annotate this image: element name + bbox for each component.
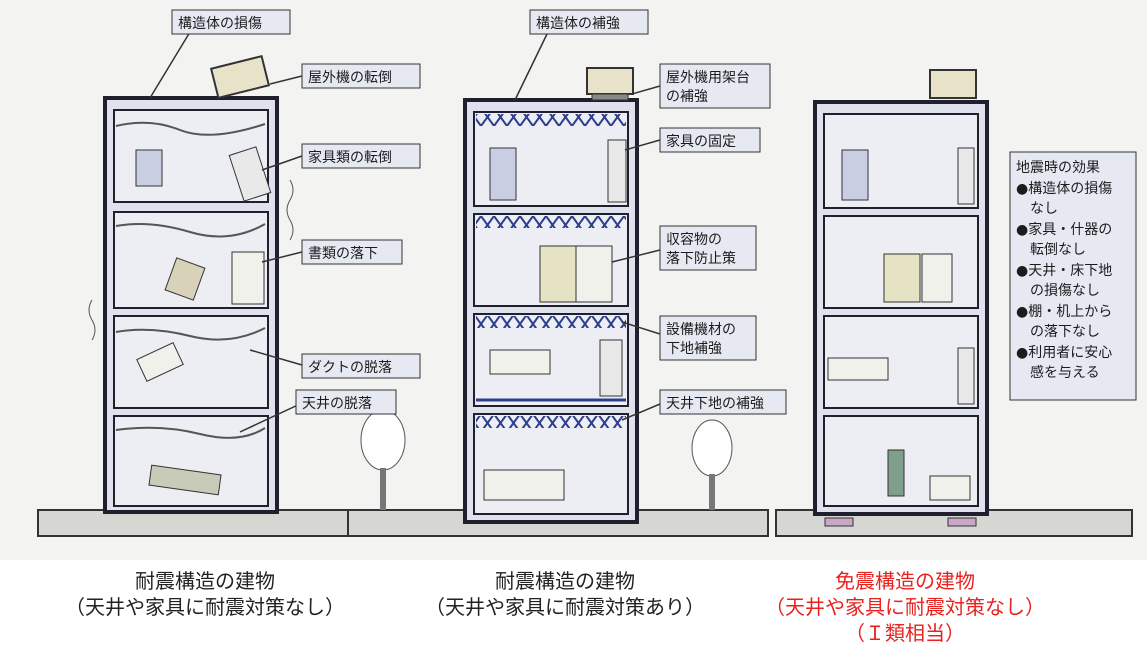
label-outdoor-unit-toppling: 屋外機の転倒 xyxy=(308,70,392,86)
label-structural-damage: 構造体の損傷 xyxy=(178,16,262,32)
legend-line-4: 転倒なし xyxy=(1016,242,1086,258)
legend-title: 地震時の効果 xyxy=(1016,160,1100,176)
label-box-ceiling-base-reinforcement xyxy=(659,389,787,415)
label-outdoor-stand-line2: の補強 xyxy=(666,89,708,105)
label-duct-falling: ダクトの脱落 xyxy=(308,360,392,376)
label-furniture-fixing: 家具の固定 xyxy=(666,133,736,150)
labels-building-2: 構造体の補強 屋外機用架台 の補強 家具の固定 収容物の 落下防止策 設備機材の… xyxy=(514,9,787,421)
caption-b2-sub: （天井や家具に耐震対策あり） xyxy=(425,595,705,619)
base-isolator-left xyxy=(824,517,854,527)
legend-line-6: の損傷なし xyxy=(1016,283,1100,299)
caption-building-1: 耐震構造の建物 （天井や家具に耐震対策なし） xyxy=(60,568,350,620)
legend-line-5: ●天井・床下地 xyxy=(1016,263,1112,279)
label-structural-reinforcement: 構造体の補強 xyxy=(536,16,620,32)
legend-line-9: ●利用者に安心 xyxy=(1016,345,1112,361)
caption-building-2: 耐震構造の建物 （天井や家具に耐震対策あり） xyxy=(420,568,710,620)
legend-line-3: ●家具・什器の xyxy=(1016,221,1112,238)
building-1 xyxy=(37,54,357,537)
label-box-outdoor-stand-reinforcement xyxy=(659,63,771,109)
label-ceiling-base-reinforcement: 天井下地の補強 xyxy=(666,396,764,412)
label-box-ceiling-falling xyxy=(295,389,397,415)
caption-b1-sub: （天井や家具に耐震対策なし） xyxy=(65,595,345,619)
label-box-documents-falling xyxy=(301,239,403,265)
label-box-structural-damage xyxy=(171,9,291,35)
label-storage-line2: 落下防止策 xyxy=(666,250,736,267)
legend-line-8: の落下なし xyxy=(1016,324,1100,340)
label-ceiling-falling: 天井の脱落 xyxy=(302,396,372,412)
label-furniture-toppling: 家具類の転倒 xyxy=(308,149,392,166)
building-comparison-illustration: 構造体の損傷 屋外機の転倒 家具類の転倒 書類の落下 ダクトの脱落 天井の脱落 … xyxy=(37,9,1137,537)
building-2 xyxy=(347,67,769,537)
illustration-panel: 構造体の損傷 屋外機の転倒 家具類の転倒 書類の落下 ダクトの脱落 天井の脱落 … xyxy=(0,0,1147,560)
caption-b3-title: 免震構造の建物 xyxy=(835,569,975,593)
label-box-storage-fall-prevention xyxy=(659,225,757,271)
label-box-furniture-toppling xyxy=(301,143,421,169)
caption-b2-title: 耐震構造の建物 xyxy=(495,569,635,593)
legend-line-7: ●棚・机上から xyxy=(1016,304,1112,320)
label-storage-line1: 収容物の xyxy=(666,231,722,248)
legend-line-1: ●構造体の損傷 xyxy=(1016,181,1112,197)
effects-legend: 地震時の効果 ●構造体の損傷 なし ●家具・什器の 転倒なし ●天井・床下地 の… xyxy=(1009,151,1137,401)
caption-b3-sub: （天井や家具に耐震対策なし） xyxy=(765,595,1045,619)
caption-b1-title: 耐震構造の建物 xyxy=(135,569,275,593)
ground-slab-1 xyxy=(37,509,357,537)
label-box-equipment-base-reinforcement xyxy=(659,315,757,361)
label-box-outdoor-unit-toppling xyxy=(301,63,421,89)
building-3 xyxy=(775,69,1133,537)
labels-building-1: 構造体の損傷 屋外機の転倒 家具類の転倒 書類の落下 ダクトの脱落 天井の脱落 xyxy=(149,9,421,433)
label-equipment-line1: 設備機材の xyxy=(666,322,736,338)
legend-line-10: 感を与える xyxy=(1016,364,1100,381)
label-box-structural-reinforcement xyxy=(529,9,649,35)
legend-line-2: なし xyxy=(1016,201,1058,217)
base-isolator-right xyxy=(947,517,977,527)
label-equipment-line2: 下地補強 xyxy=(666,341,722,357)
label-documents-falling: 書類の落下 xyxy=(308,246,378,262)
label-box-duct-falling xyxy=(301,353,421,379)
label-outdoor-stand-line1: 屋外機用架台 xyxy=(666,70,750,86)
caption-b3-class: （Ｉ類相当） xyxy=(845,621,965,645)
caption-building-3: 免震構造の建物 （天井や家具に耐震対策なし） （Ｉ類相当） xyxy=(760,568,1050,646)
label-box-furniture-fixing xyxy=(659,127,761,153)
